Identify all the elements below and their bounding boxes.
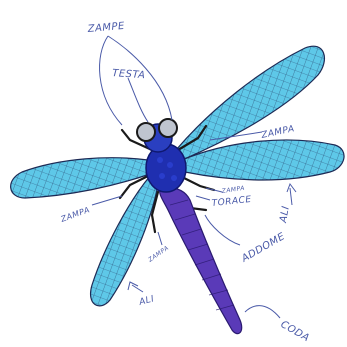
- coda-pointer: [245, 306, 280, 318]
- label-coda: CODA: [279, 319, 312, 344]
- zampe-pointer: [100, 36, 122, 125]
- label-zampe: ZAMPE: [86, 21, 125, 35]
- label-ali-right: ALI: [278, 205, 292, 225]
- label-torace: TORACE: [211, 195, 252, 209]
- eye-right: [159, 119, 177, 137]
- torace-pointer: [196, 196, 210, 200]
- ali-right-arrowhead: [287, 184, 296, 192]
- label-addome: ADDOME: [239, 231, 287, 265]
- zampa-center-pointer: [158, 232, 162, 245]
- ali-right-arrow: [290, 188, 292, 205]
- label-zampa-center: ZAMPA: [146, 245, 170, 265]
- zampa-left-pointer: [92, 196, 122, 205]
- label-zampa-right-mid: ZAMPA: [220, 185, 245, 195]
- label-zampa-left: ZAMPA: [59, 205, 91, 224]
- label-testa: TESTA: [112, 68, 146, 81]
- label-ali-left: ALI: [137, 294, 155, 308]
- eye-left: [137, 123, 155, 141]
- label-zampa-right-top: ZAMPA: [260, 124, 296, 141]
- zampa-mid-pointer: [206, 188, 222, 192]
- testa-pointer: [128, 78, 148, 122]
- addome-pointer: [205, 215, 240, 245]
